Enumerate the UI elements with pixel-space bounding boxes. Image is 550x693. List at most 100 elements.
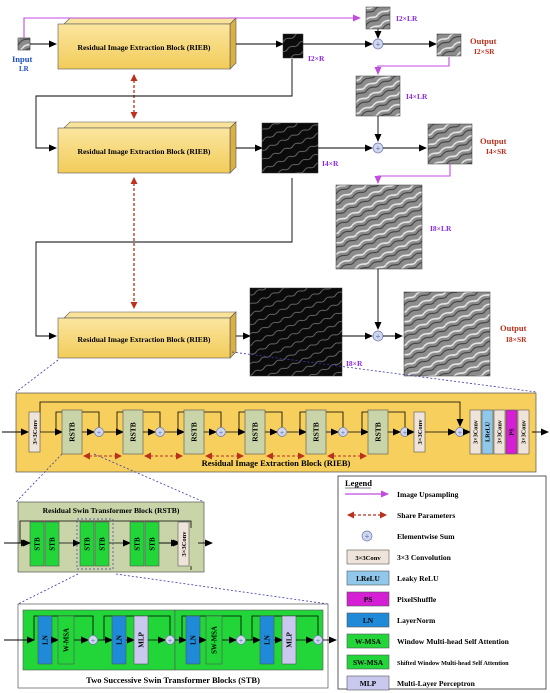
legend-key-conv: 3×3Conv	[355, 555, 381, 562]
svg-text:+: +	[316, 636, 320, 645]
stb-block-6-label: STB	[148, 537, 156, 551]
i8-r-label: I8×R	[346, 359, 363, 368]
stb-ln-1a-label: LN	[41, 635, 49, 645]
stb-block-3: STB	[79, 521, 95, 567]
rieb-label-3: Residual Image Extraction Block (RIEB)	[78, 335, 211, 344]
legend-text-upsampling: Image Upsampling	[397, 490, 459, 499]
residual-image-8x	[249, 287, 343, 377]
rieb-tail-conv-2-label: 3×3Conv	[497, 419, 504, 444]
i2-sr-label: I2×SR	[474, 47, 495, 56]
stb-sum-2b: +	[313, 635, 323, 645]
legend-key-pixelshuffle: PS	[364, 595, 373, 604]
rieb-caption: Residual Image Extraction Block (RIEB)	[202, 458, 351, 468]
legend-text-lrelu: Leaky ReLU	[397, 574, 439, 583]
top-cascade: Input LR Residual Image Extraction Block…	[12, 6, 527, 377]
svg-text:+: +	[458, 428, 462, 437]
svg-text:+: +	[168, 636, 172, 645]
stb-mlp-2: MLP	[281, 615, 297, 665]
rieb-tail-lrelu-label: LReLU	[485, 422, 492, 442]
input-image	[17, 37, 31, 51]
lr-image-2x	[365, 6, 391, 30]
svg-text:+: +	[341, 428, 345, 437]
legend-text-share-parameters: Share Parameters	[397, 511, 455, 520]
stb-caption: Two Successive Swin Transformer Blocks (…	[86, 675, 260, 685]
rstb-block-2: RSTB	[122, 409, 144, 455]
i4-lr-label: I4×LR	[406, 92, 428, 101]
stb-mlp-1: MLP	[133, 615, 149, 665]
stb-block-4: STB	[94, 521, 110, 567]
rieb-detail-panel: 3×3Conv RSTB + RSTB + RSTB + RSTB + RSTB + RSTB +3×…	[2, 392, 549, 473]
stb-block-4-label: STB	[98, 537, 106, 551]
legend-item-upsampling: Image Upsampling	[345, 490, 459, 499]
rieb-tail-lrelu: LReLU	[481, 409, 494, 455]
sr-image-2x	[436, 33, 462, 57]
rieb-sum-5: +	[338, 427, 348, 437]
legend-item-elementwise-sum: + Elementwise Sum	[361, 530, 455, 542]
sr-image-8x	[403, 291, 491, 377]
legend-text-pixelshuffle: PixelShuffle	[397, 595, 437, 604]
rieb-label-2: Residual Image Extraction Block (RIEB)	[78, 147, 211, 156]
rstb-block-3: RSTB	[183, 409, 205, 455]
stb-block-5-label: STB	[133, 537, 141, 551]
rieb-sum-1: +	[94, 427, 104, 437]
i2-lr-label: I2×LR	[396, 14, 418, 23]
input-sub-label: LR	[19, 65, 30, 73]
rstb-block-5: RSTB	[305, 409, 327, 455]
rstb-block-4: RSTB	[244, 409, 266, 455]
stb-sum-1a: +	[88, 635, 98, 645]
rieb-first-conv-label: 3×3Conv	[32, 419, 39, 445]
legend-text-swmsa: Shifted Window Multi-head Self Attention	[397, 660, 509, 667]
rstb-block-1-label: RSTB	[68, 422, 77, 442]
i4-r-label: I4×R	[322, 159, 339, 168]
i2-r-label: I2×R	[308, 54, 325, 63]
stb-swmsa-2: SW-MSA	[205, 615, 223, 665]
svg-text:+: +	[376, 144, 381, 153]
stb-block-3-label: STB	[83, 537, 91, 551]
legend-key-lrelu: LReLU	[356, 574, 380, 583]
svg-text:+: +	[239, 636, 243, 645]
rstb-block-6: RSTB	[367, 409, 389, 455]
legend-text-elementwise-sum: Elementwise Sum	[397, 532, 455, 541]
rstb-block-3-label: RSTB	[190, 422, 199, 442]
rstb-block-4-label: RSTB	[251, 422, 260, 442]
rieb-sum-3: +	[216, 427, 226, 437]
rieb-block-3: Residual Image Extraction Block (RIEB)	[57, 311, 237, 359]
stb-ln-1a: LN	[37, 615, 53, 665]
stb-wmsa-1: W-MSA	[57, 615, 75, 665]
legend-item-lrelu: LReLU Leaky ReLU	[346, 570, 439, 586]
rieb-tail-conv-2: 3×3Conv	[493, 409, 506, 455]
rieb-sum-4: +	[277, 427, 287, 437]
stb-mlp-1-label: MLP	[137, 632, 145, 648]
rstb-block-1: RSTB	[61, 409, 83, 455]
rstb-title: Residual Swin Transformer Block (RSTB)	[43, 506, 180, 515]
output-label-4x: Output	[480, 136, 507, 146]
rstb-block-6-label: RSTB	[374, 422, 383, 442]
input-label: Input	[12, 54, 32, 64]
rstb-conv	[177, 521, 190, 567]
legend-item-share-parameters: Share Parameters	[347, 511, 455, 520]
stb-ln-2b-label: LN	[263, 635, 271, 645]
output-label-8x: Output	[500, 323, 527, 333]
legend-text-conv: 3×3 Convolution	[397, 553, 452, 562]
rstb-detail-panel: Residual Swin Transformer Block (RSTB) S…	[4, 501, 213, 573]
svg-text:+: +	[158, 428, 162, 437]
stb-sum-1b: +	[165, 635, 175, 645]
svg-text:+: +	[365, 532, 370, 541]
plus-icon	[361, 530, 373, 542]
rieb-mid-conv: 3×3Conv	[413, 411, 426, 453]
legend-key-mlp: MLP	[360, 679, 377, 688]
stb-mlp-2-label: MLP	[285, 632, 293, 648]
stb-block-5: STB	[129, 521, 145, 567]
svg-text:+: +	[280, 428, 284, 437]
svg-text:+: +	[403, 428, 407, 437]
rieb-tail-conv-1: 3×3Conv	[469, 409, 482, 455]
output-label-2x: Output	[470, 36, 497, 46]
rieb-tail-conv-3: 3×3Conv	[517, 409, 530, 455]
rieb-sum-6: +	[400, 427, 410, 437]
